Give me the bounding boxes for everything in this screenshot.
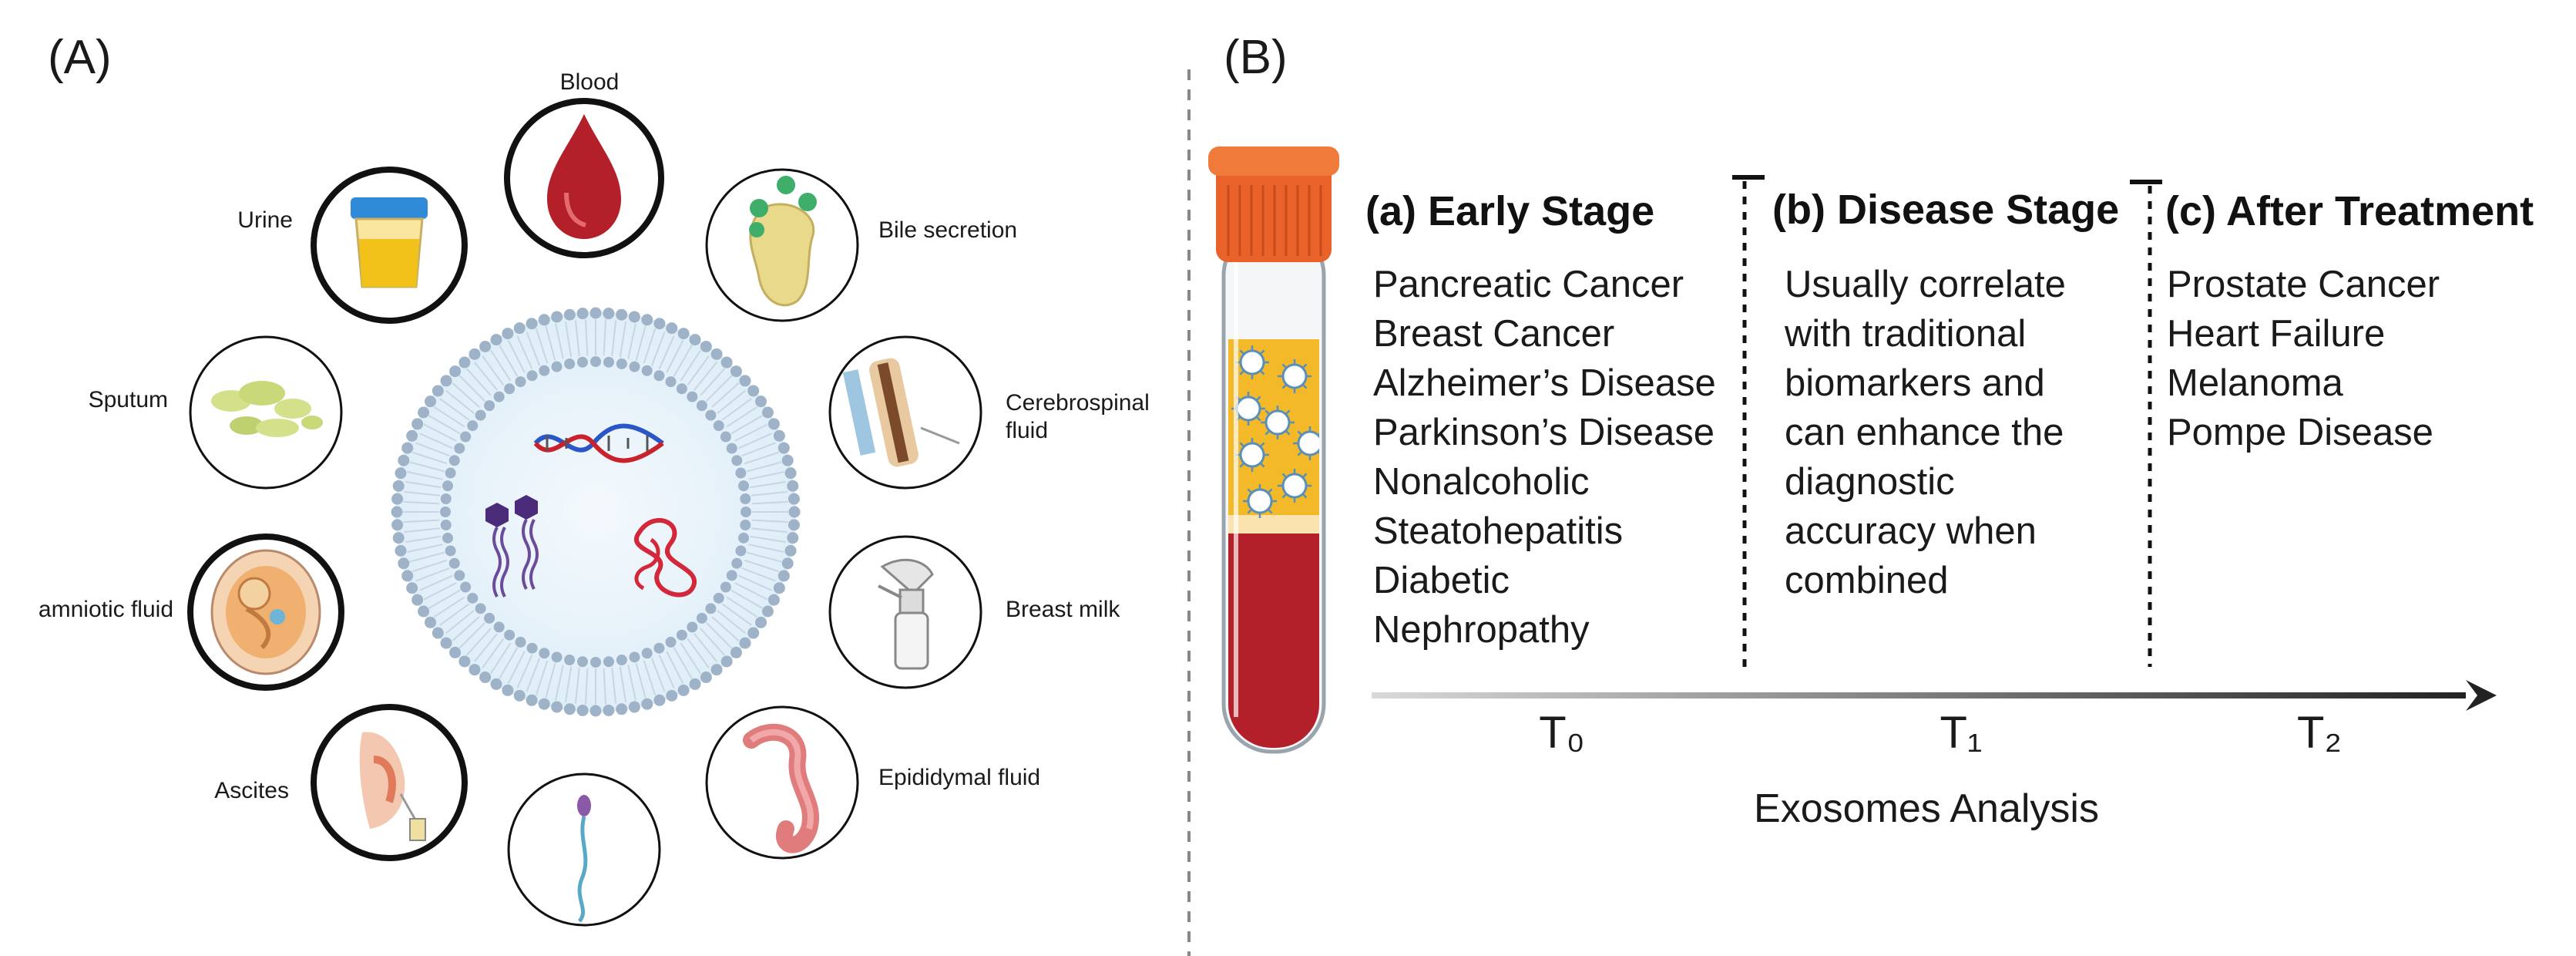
stage-item: Steatohepatitis	[1373, 510, 1623, 552]
panel-a-label: (A)	[48, 31, 112, 84]
stage-item: Parkinson’s Disease	[1373, 412, 1715, 453]
stage-item: with traditional	[1784, 313, 2026, 355]
exosome-particle	[1231, 392, 1265, 426]
fluid-label-amniotic: amniotic fluid	[39, 597, 173, 622]
stage-title-disease: (b) Disease Stage	[1772, 187, 2119, 233]
blood-drop-icon	[547, 114, 621, 239]
fluid-label-ascites: Ascites	[214, 778, 289, 803]
dna-helix-icon	[533, 423, 664, 463]
fluid-label-sputum: Sputum	[89, 387, 168, 412]
ascites-icon	[359, 732, 426, 841]
stage-item: Melanoma	[2167, 362, 2344, 404]
stage-item: Pompe Disease	[2167, 412, 2433, 453]
stage-item: combined	[1785, 560, 1948, 601]
stage-item: Usually correlate	[1785, 264, 2066, 305]
fluid-label-csf-2: fluid	[1006, 418, 1048, 443]
breast-pump-icon	[878, 558, 934, 670]
fluid-label-blood: Blood	[560, 69, 620, 95]
fluid-label-epididymal: Epididymal fluid	[878, 765, 1040, 790]
stage-item: Alzheimer’s Disease	[1373, 362, 1716, 404]
stage-disease: (b) Disease Stage Usually correlate with …	[1772, 187, 2119, 601]
axis-title: Exosomes Analysis	[1754, 786, 2099, 831]
timepoint-t0: T₀	[1539, 708, 1585, 758]
glycolipid-icon	[485, 495, 539, 598]
exosome-particle	[1243, 484, 1277, 518]
stage-item: Heart Failure	[2167, 313, 2385, 355]
fluid-label-bile: Bile secretion	[878, 217, 1017, 243]
timepoint-t1: T₁	[1940, 708, 1983, 758]
body-fluid-ring-group: Blood Bile secretion Cerebrospina	[39, 69, 1150, 927]
stage-item: biomarkers and	[1785, 362, 2045, 404]
blood-tube-icon	[1208, 146, 1339, 754]
exosome-particles	[1231, 345, 1319, 518]
fluid-label-csf-1: Cerebrospinal	[1006, 390, 1150, 416]
exosome-particle	[1261, 406, 1295, 439]
exosome-particle	[1278, 359, 1312, 393]
exosome-icon	[391, 307, 801, 717]
fetus-icon	[210, 549, 321, 675]
fluid-csf: Cerebrospinal fluid	[828, 335, 1150, 490]
fluid-blood: Blood	[504, 69, 664, 258]
stage-after-treatment: (c) After Treatment Prostate CancerHeart…	[2165, 188, 2534, 453]
sputum-icon	[211, 381, 323, 437]
stage-item: Pancreatic Cancer	[1373, 264, 1684, 305]
stage-item: Nonalcoholic	[1373, 461, 1590, 503]
stage-item: Prostate Cancer	[2167, 264, 2440, 305]
stage-title-after: (c) After Treatment	[2165, 188, 2534, 234]
fluid-milk: Breast milk	[828, 535, 1120, 689]
panel-b-label: (B)	[1224, 31, 1288, 84]
spine-icon	[842, 358, 960, 467]
exosome-particle	[1278, 469, 1312, 503]
stage-early: (a) Early Stage Pancreatic CancerBreast …	[1365, 188, 1716, 651]
exosome-particle	[1293, 426, 1319, 460]
exosome-particle	[1235, 438, 1269, 472]
stage-item: diagnostic	[1785, 461, 1955, 503]
exosome-particle	[1235, 345, 1269, 379]
bile-icon	[749, 176, 817, 307]
epididymis-icon	[743, 723, 819, 853]
fluid-label-milk: Breast milk	[1006, 597, 1120, 622]
stage-item: accuracy when	[1785, 510, 2037, 552]
stage-title-early: (a) Early Stage	[1365, 188, 1654, 234]
stage-item: Diabetic	[1373, 560, 1510, 601]
rna-icon	[633, 517, 697, 598]
fluid-ascites: Ascites	[214, 704, 468, 861]
fluid-sputum: Sputum	[89, 335, 343, 490]
membrane-outer-heads	[391, 307, 801, 717]
fluid-epididymal: Epididymal fluid	[705, 705, 1040, 860]
stage-divider-2	[2130, 180, 2162, 667]
fluid-bile: Bile secretion	[705, 168, 1017, 322]
fluid-semen	[507, 773, 661, 927]
timepoint-t2: T₂	[2297, 708, 2342, 758]
stage-divider-1	[1732, 175, 1765, 675]
sperm-icon	[577, 795, 591, 923]
fluid-urine: Urine	[237, 167, 468, 324]
fluid-label-urine: Urine	[237, 207, 293, 233]
time-axis: T₀ T₁ T₂ Exosomes Analysis	[1372, 680, 2497, 831]
stage-item: Breast Cancer	[1373, 313, 1614, 355]
fluid-amniotic: amniotic fluid	[39, 534, 344, 691]
membrane-inner-heads	[403, 319, 788, 705]
urine-cup-icon	[351, 197, 428, 288]
stage-item: can enhance the	[1785, 412, 2064, 453]
stage-item: Nephropathy	[1373, 609, 1590, 651]
